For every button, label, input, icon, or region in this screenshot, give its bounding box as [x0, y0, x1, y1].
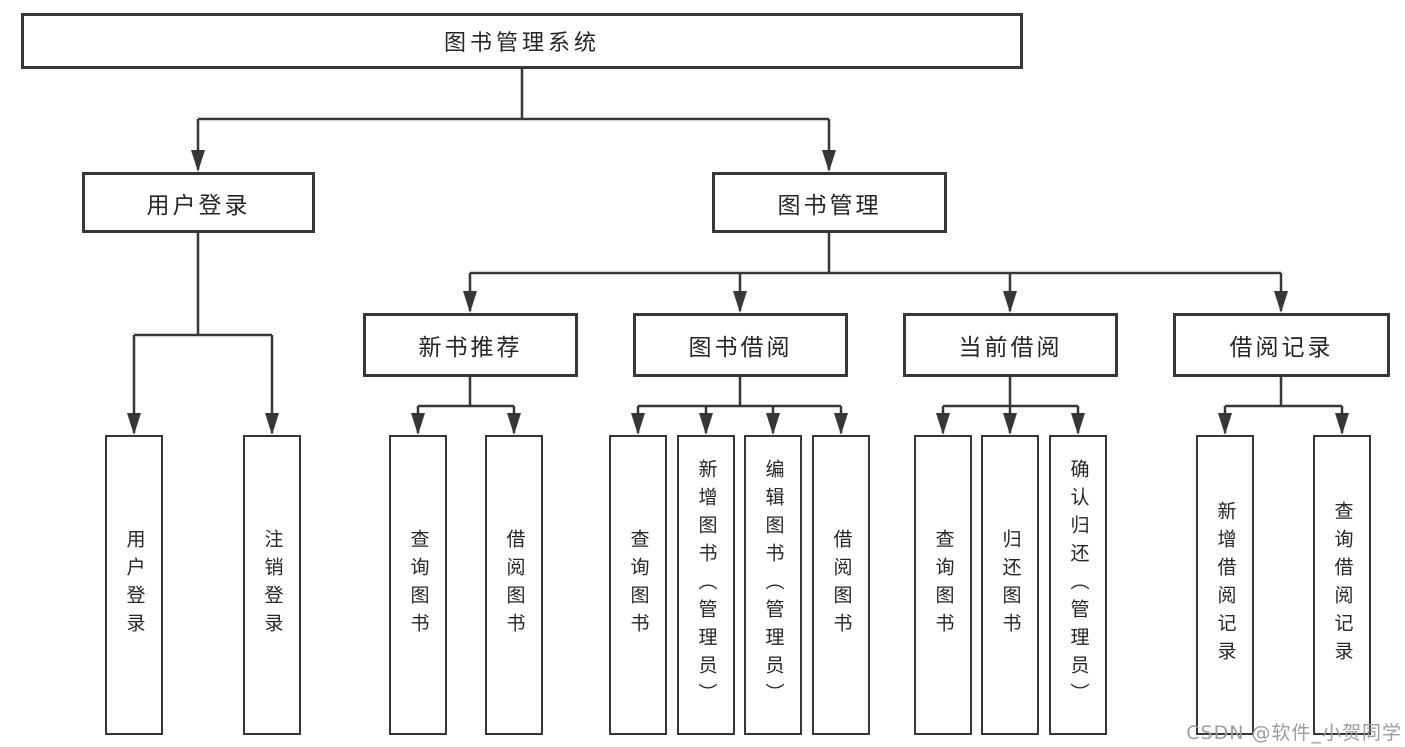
leaf-add-books-admin: 新增图书（管理员）: [677, 435, 735, 735]
node-label: 当前借阅: [958, 335, 1063, 361]
leaf-query-borrow-record: 查询借阅记录: [1313, 435, 1371, 735]
node-label: 借阅记录: [1229, 335, 1334, 361]
node-library-management-system: 图书管理系统: [21, 13, 1023, 69]
node-label: 图书管理: [777, 192, 882, 219]
leaf-return-books: 归还图书: [981, 435, 1039, 735]
node-book-borrowing: 图书借阅: [633, 313, 848, 377]
node-new-book-recommendation: 新书推荐: [363, 313, 578, 377]
node-label: 图书借阅: [688, 335, 793, 361]
node-label: 查询图书: [407, 529, 430, 641]
leaf-logout: 注销登录: [243, 435, 301, 735]
node-label: 借阅图书: [830, 529, 853, 641]
leaf-query-books-current: 查询图书: [914, 435, 972, 735]
leaf-borrow-books-recommend: 借阅图书: [485, 435, 543, 735]
leaf-query-books-borrowing: 查询图书: [609, 435, 667, 735]
node-current-borrowing: 当前借阅: [903, 313, 1118, 377]
node-label: 新增借阅记录: [1214, 501, 1237, 669]
arrowheads: [127, 150, 1349, 435]
node-label: 用户登录: [123, 529, 146, 641]
node-label: 新书推荐: [418, 335, 523, 361]
node-label: 归还图书: [999, 529, 1022, 641]
leaf-borrow-books: 借阅图书: [812, 435, 870, 735]
node-label: 确认归还（管理员）: [1067, 459, 1090, 711]
leaf-confirm-return-admin: 确认归还（管理员）: [1049, 435, 1107, 735]
csdn-watermark: CSDN @软件_小贺同学: [1186, 722, 1402, 744]
leaf-user-login: 用户登录: [105, 435, 163, 735]
node-book-management: 图书管理: [712, 172, 947, 233]
node-label: 查询图书: [627, 529, 650, 641]
node-label: 借阅图书: [503, 529, 526, 641]
leaf-edit-books-admin: 编辑图书（管理员）: [744, 435, 802, 735]
node-label: 编辑图书（管理员）: [762, 459, 785, 711]
node-user-login: 用户登录: [82, 172, 315, 233]
leaf-query-books-recommend: 查询图书: [389, 435, 447, 735]
node-label: 查询借阅记录: [1331, 501, 1354, 669]
leaf-add-borrow-record: 新增借阅记录: [1196, 435, 1254, 735]
node-borrowing-records: 借阅记录: [1173, 313, 1390, 377]
node-label: 图书管理系统: [443, 31, 600, 56]
node-label: 查询图书: [932, 529, 955, 641]
node-label: 新增图书（管理员）: [695, 459, 718, 711]
node-label: 用户登录: [146, 192, 251, 219]
node-label: 注销登录: [261, 529, 284, 641]
